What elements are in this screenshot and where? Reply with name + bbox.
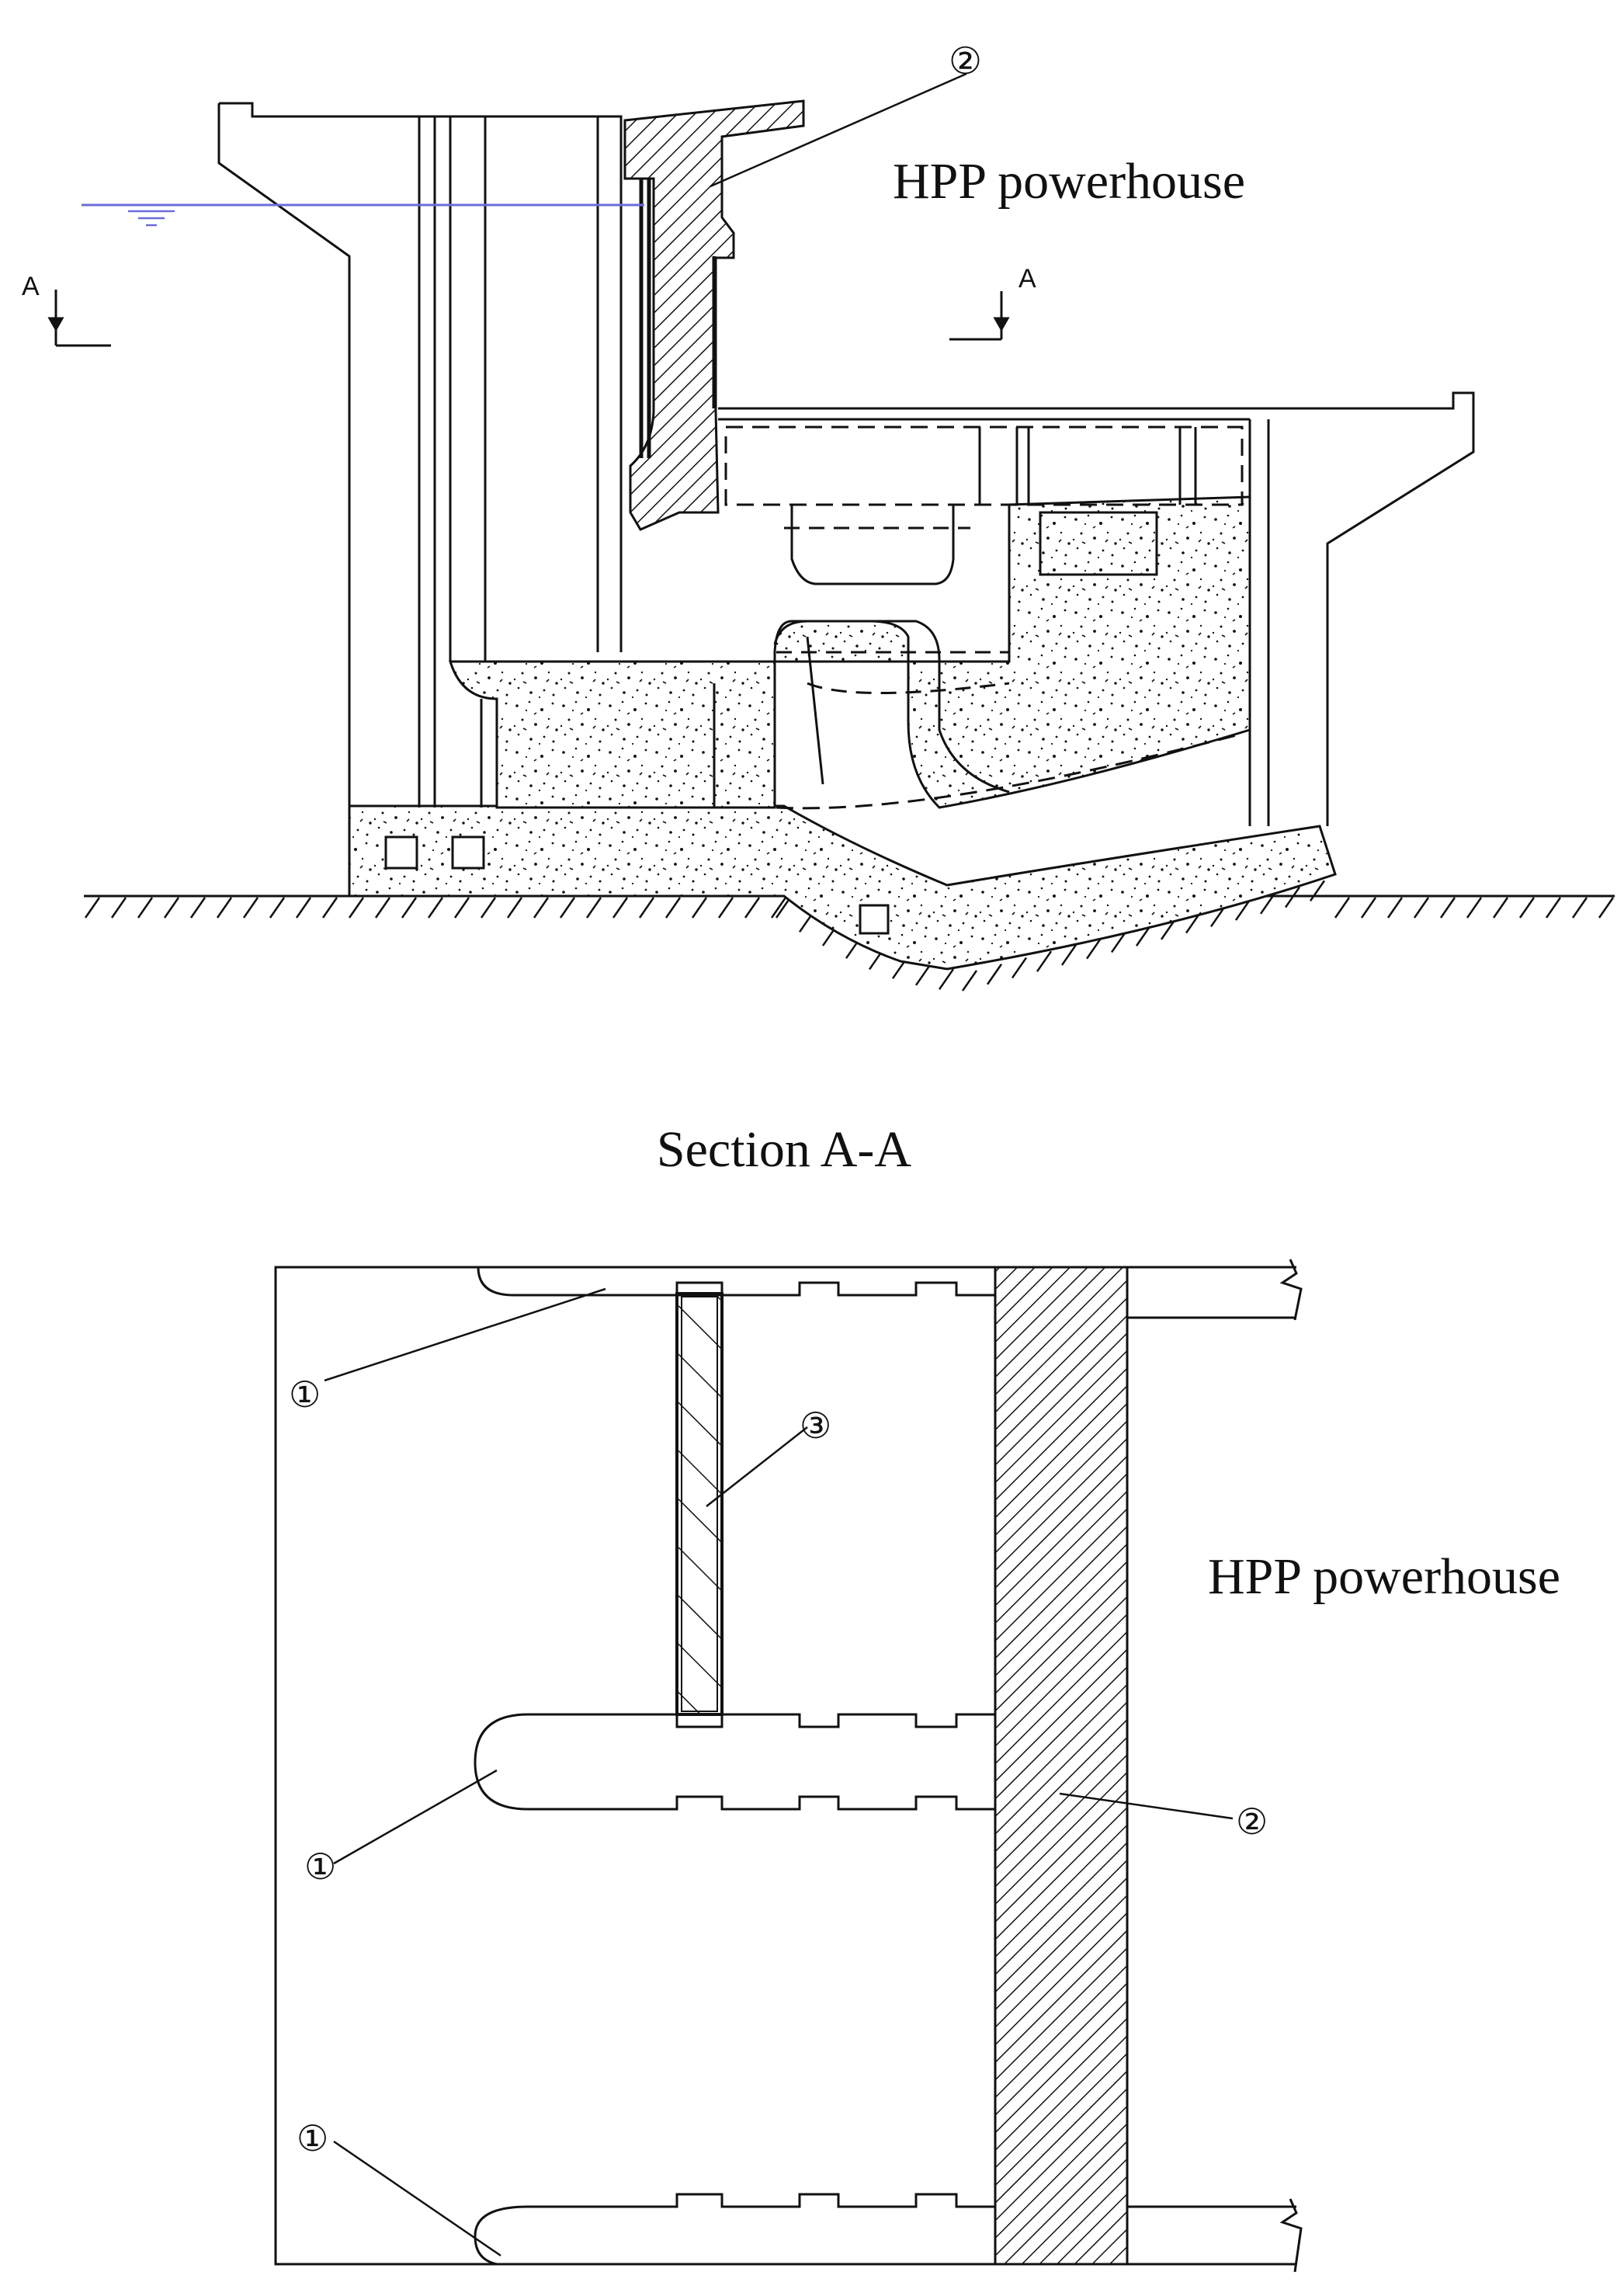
- ground-hatch-tick: [163, 897, 180, 919]
- ground-hatch-tick: [1259, 893, 1276, 915]
- callout-1-middle: ①: [304, 1846, 336, 1887]
- callout-1-top: ①: [289, 1374, 321, 1415]
- ground-hatch-tick: [348, 897, 365, 919]
- ground-hatch-tick: [1466, 897, 1483, 919]
- section-heading: Section A-A: [657, 1121, 911, 1178]
- foundation-galleries: [384, 835, 890, 935]
- ground-hatch-tick: [295, 897, 312, 919]
- ground-hatch-tick: [986, 964, 1003, 985]
- ground-hatch-tick: [717, 897, 734, 919]
- ground-hatch-tick: [269, 897, 286, 919]
- pier-top-slots: [675, 1281, 724, 1295]
- section-marker-left: [47, 290, 111, 347]
- ground-hatch-tick: [1386, 897, 1404, 919]
- ground-hatch-tick: [1334, 897, 1351, 919]
- ground-hatch-tick: [84, 897, 101, 919]
- ground-hatch-tick: [914, 964, 932, 986]
- section-label-left: A: [22, 272, 40, 301]
- ground-hatch-tick: [1110, 931, 1127, 953]
- upper-profile-view: A A ② HPP powerhouse: [22, 41, 1615, 992]
- gate-inner-outline: [681, 1296, 718, 1712]
- ground-hatch-tick: [242, 897, 259, 919]
- powerhouse-deck: [718, 391, 1475, 826]
- intake-pier: [217, 103, 351, 896]
- ground-hatch-tick: [1360, 897, 1377, 919]
- ground-hatch-tick: [189, 897, 206, 919]
- ground-hatch-tick: [1309, 880, 1326, 901]
- gate-slot-lines: [418, 116, 623, 808]
- callout-2-upper: ②: [949, 41, 982, 82]
- ground-hatch-tick: [1518, 897, 1536, 919]
- turbine-runner-outline: [480, 505, 1243, 810]
- ground-hatch-tick: [427, 897, 444, 919]
- section-a-a-view: Section A-A: [274, 1121, 1560, 2273]
- ground-hatch-tick: [665, 897, 682, 919]
- foundation-concrete: [348, 804, 1337, 971]
- ground-hatch-tick: [453, 897, 470, 919]
- ground-hatch-tick: [691, 897, 708, 919]
- callout-3: ③: [800, 1405, 831, 1446]
- callout-2-section: ②: [1236, 1801, 1268, 1842]
- ground-hatch-tick: [506, 897, 523, 919]
- section-boundary: [274, 1259, 1303, 2273]
- ground-hatch-tick: [1545, 897, 1562, 919]
- section-view-title: HPP powerhouse: [1208, 1548, 1560, 1605]
- gate-element-3: [675, 1292, 724, 1716]
- upper-view-title: HPP powerhouse: [893, 153, 1245, 210]
- ground-hatch-tick: [1439, 897, 1456, 919]
- ground-hatch-tick: [961, 970, 978, 992]
- ground-hatch-tick: [216, 897, 233, 919]
- ground-hatch-tick: [374, 897, 391, 919]
- ground-hatch-tick: [612, 897, 629, 919]
- ground-hatch-tick: [480, 897, 497, 919]
- ground-hatch-tick: [1284, 886, 1301, 908]
- powerhouse-wall-element-2: [994, 1266, 1129, 2266]
- ground-hatch-tick: [1085, 937, 1102, 960]
- pier-middle-element-1: [474, 1713, 995, 1811]
- ground-hatch-tick: [1492, 897, 1509, 919]
- ground-hatch-tick: [770, 897, 787, 919]
- ground-hatch-tick: [533, 897, 550, 919]
- section-marker-right: [949, 291, 1010, 341]
- ground-hatch-tick: [585, 897, 602, 919]
- callout-1-bottom: ①: [297, 2118, 328, 2159]
- ground-hatch-tick: [1234, 899, 1251, 921]
- ground-hatch-tick: [559, 897, 576, 919]
- headwater-level: [82, 203, 644, 227]
- ground-hatch-tick: [137, 897, 154, 919]
- ground-hatch-tick: [321, 897, 338, 919]
- ground-hatch-tick: [1571, 897, 1588, 919]
- ground-hatch-tick: [775, 897, 792, 919]
- ground-hatch-tick: [1060, 944, 1077, 966]
- ground-hatch-tick: [1598, 897, 1615, 919]
- ground-hatch-tick: [638, 897, 655, 919]
- ground-hatch-tick: [1036, 950, 1053, 972]
- callout-leaders: [324, 1287, 1234, 2257]
- section-label-right: A: [1018, 264, 1036, 294]
- gate-guide-rails: [639, 179, 717, 458]
- generator-outline: [724, 425, 1244, 576]
- pier-bottom-element-1: [474, 2193, 995, 2266]
- ground-hatch-tick: [744, 897, 761, 919]
- ground-hatch-tick: [1011, 957, 1028, 979]
- ground-hatch-tick: [1413, 897, 1430, 919]
- pier-top-element-1: [477, 1266, 995, 1297]
- ground-hatch-tick: [110, 897, 127, 919]
- callout-2-leader: [710, 72, 967, 188]
- ground-hatch-tick: [938, 968, 955, 990]
- ground-hatch-tick: [401, 897, 418, 919]
